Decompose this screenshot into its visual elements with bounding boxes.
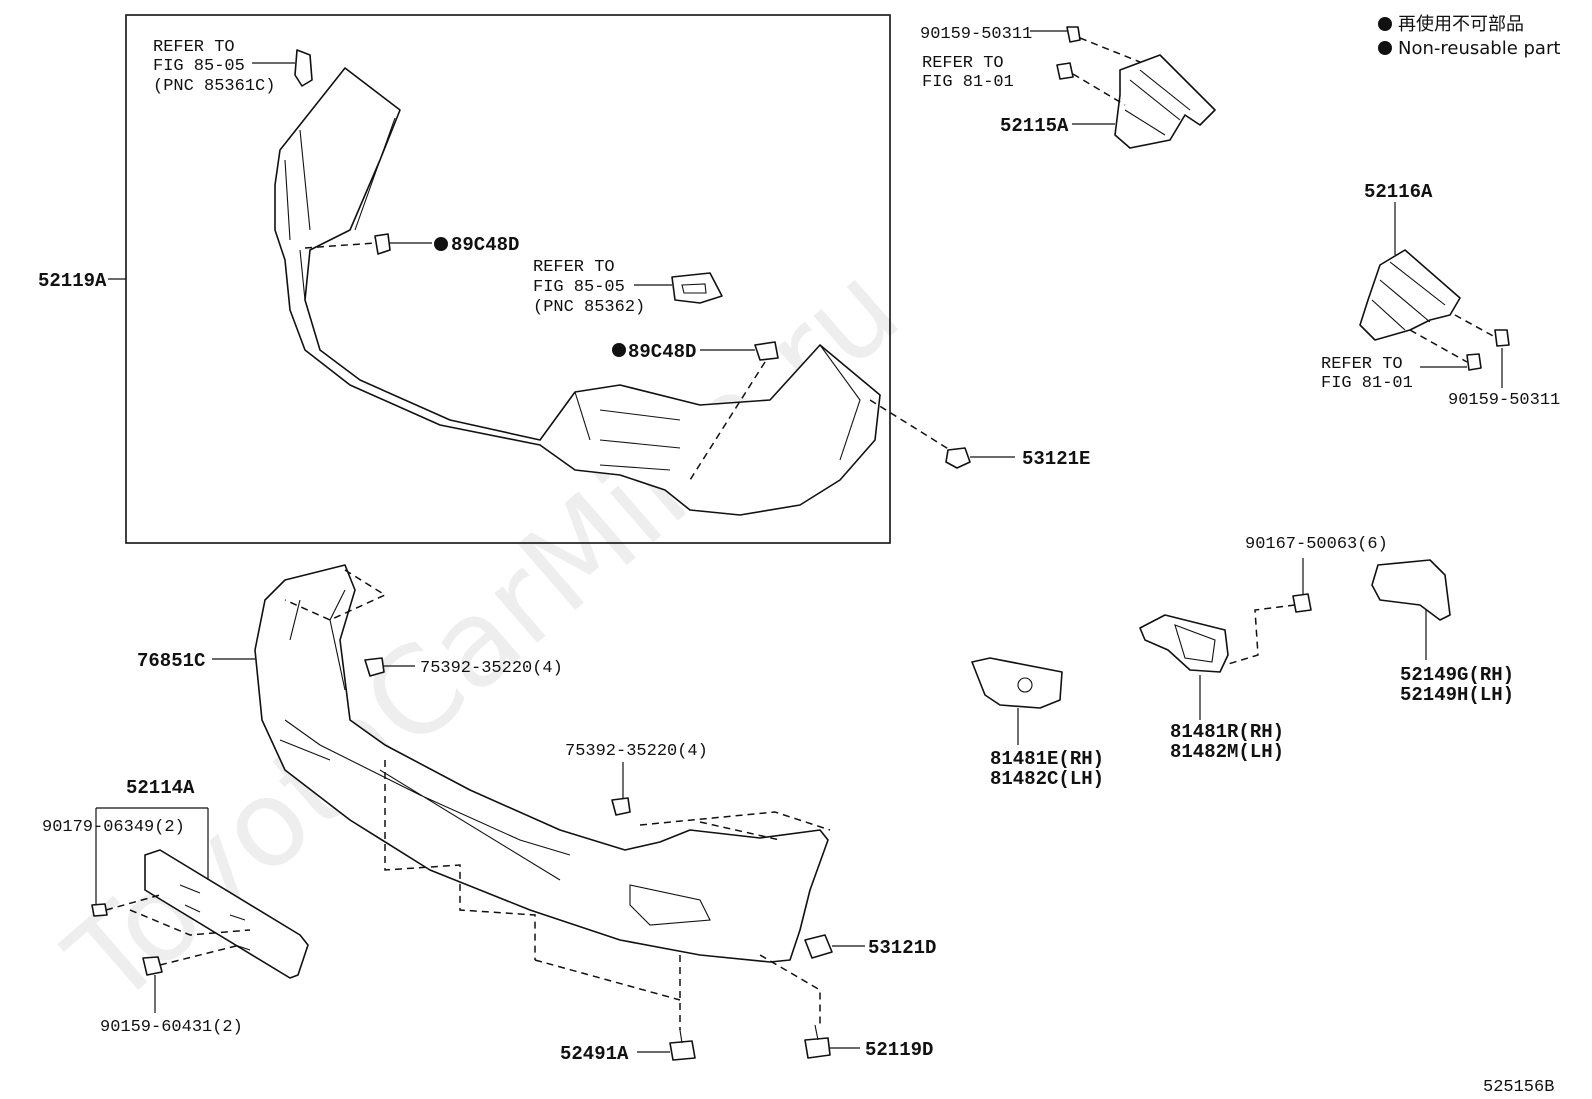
label-ref2-line1: REFER TO: [533, 258, 615, 277]
label-lamp-bracket-rh: 81481R(RH): [1170, 721, 1284, 743]
label-clip-b: 89C48D: [628, 341, 696, 363]
label-ref1-line1: REFER TO: [153, 38, 235, 57]
label-53121E: 53121E: [1022, 448, 1090, 470]
bracket-52115A: [1056, 26, 1216, 149]
label-clip-a: 89C48D: [451, 234, 519, 256]
plate-bracket-52114A: [91, 849, 309, 979]
label-bezel-rh: 81481E(RH): [990, 748, 1104, 770]
legend-item-en: Non-reusable part: [1398, 38, 1560, 59]
label-ref3-line2: FIG 81-01: [922, 73, 1014, 92]
label-cover-lh: 52149H(LH): [1400, 684, 1514, 706]
ref-part-85362: [671, 272, 723, 304]
label-ref4-line1: REFER TO: [1321, 355, 1403, 374]
bolt-52119D: [804, 1024, 831, 1059]
label-52491A: 52491A: [560, 1043, 629, 1065]
label-ref1-line2: FIG 85-05: [153, 57, 245, 76]
lamp-bracket-81481R: [1139, 593, 1312, 673]
label-52114A: 52114A: [126, 777, 195, 799]
clip-75392-b: [611, 797, 631, 816]
label-52119D: 52119D: [865, 1039, 933, 1061]
label-53121D: 53121D: [868, 937, 936, 959]
label-ref2-line2: FIG 85-05: [533, 278, 625, 297]
label-nut-plate: 90179-06349(2): [42, 818, 185, 837]
label-bolt-cover: 90167-50063(6): [1245, 535, 1388, 554]
bumper-cover-76851C: [254, 564, 829, 963]
label-52116A: 52116A: [1364, 181, 1433, 203]
fog-bezel-81481E: [971, 657, 1063, 709]
legend: 再使用不可部品 Non-reusable part: [1378, 14, 1560, 59]
clip-75392-a: [364, 657, 385, 677]
figure-id: 525156B: [1483, 1078, 1554, 1097]
screw-52491A: [669, 1029, 696, 1061]
clip-89C48D-b: [754, 341, 779, 361]
label-ref2-line3: (PNC 85362): [533, 298, 645, 317]
label-76851C: 76851C: [137, 650, 205, 672]
ref-clip-85361C: [294, 49, 313, 87]
legend-item-jp: 再使用不可部品: [1398, 14, 1524, 35]
label-cover-rh: 52149G(RH): [1400, 664, 1514, 686]
label-bezel-lh: 81482C(LH): [990, 768, 1104, 790]
screw-53121E: [945, 447, 971, 469]
label-clip1: 75392-35220(4): [420, 659, 563, 678]
bracket-52116A: [1359, 249, 1510, 371]
label-lamp-bracket-lh: 81482M(LH): [1170, 741, 1284, 763]
bumper-reinforcement-52119A: [274, 67, 881, 516]
label-52115A: 52115A: [1000, 115, 1069, 137]
label-bolt-rh: 90159-50311: [1448, 391, 1560, 410]
label-ref3-line1: REFER TO: [922, 54, 1004, 73]
label-ref1-line3: (PNC 85361C): [153, 77, 275, 96]
label-52119A: 52119A: [38, 270, 107, 292]
label-bolt-plate: 90159-60431(2): [100, 1018, 243, 1037]
retainer-53121D: [804, 934, 833, 959]
label-clip2: 75392-35220(4): [565, 742, 708, 761]
side-cover-52149G: [1371, 559, 1451, 621]
clip-89C48D-a: [374, 233, 391, 255]
label-ref4-line2: FIG 81-01: [1321, 374, 1413, 393]
label-bolt-top: 90159-50311: [920, 25, 1032, 44]
